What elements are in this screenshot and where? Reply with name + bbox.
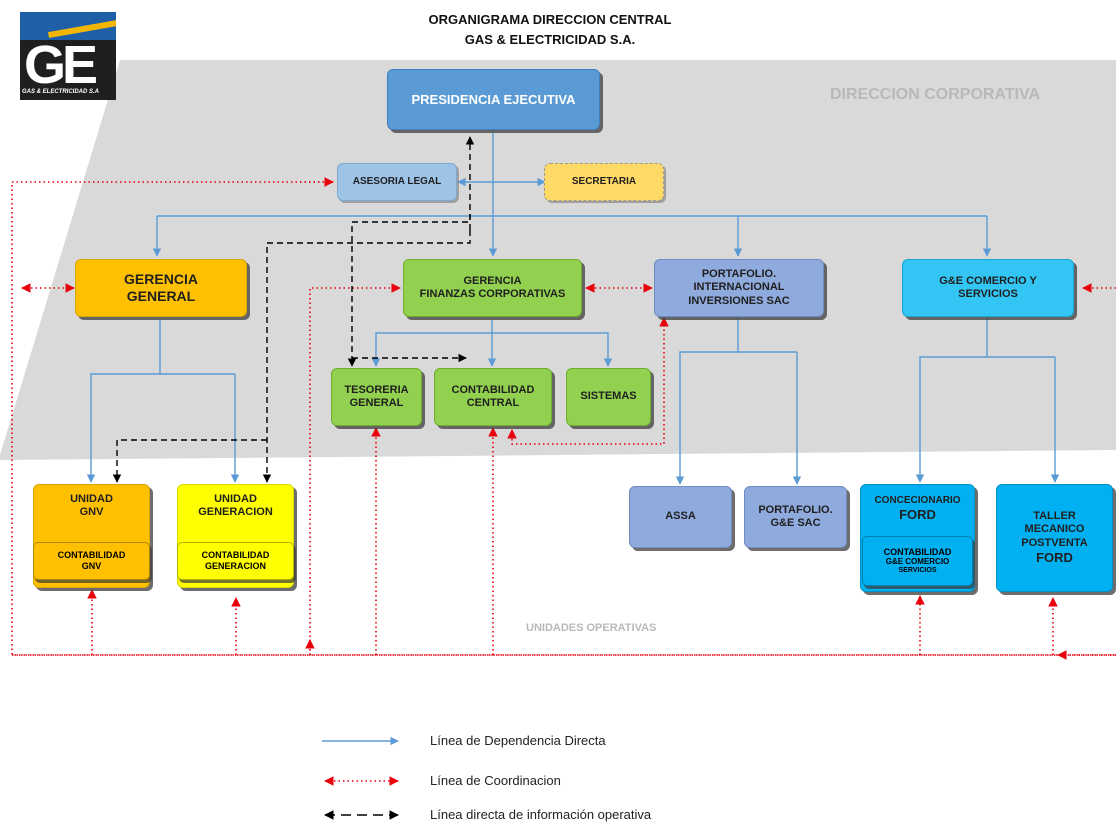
node-contabilidad-gnv-line2: GNV: [81, 561, 102, 571]
node-contabilidad-generacion: CONTABILIDAD GENERACION: [177, 542, 294, 580]
node-portafolio-int-line2: INTERNACIONAL: [693, 281, 785, 294]
coordination-lines: [11, 177, 1116, 660]
node-portafolio-ge-line1: PORTAFOLIO.: [758, 503, 833, 516]
node-sistemas-label: SISTEMAS: [580, 390, 637, 403]
node-contabilidad-central-line2: CENTRAL: [466, 397, 520, 409]
legend-coordination-label: Línea de Coordinacion: [430, 773, 561, 788]
node-presidencia-label: PRESIDENCIA EJECUTIVA: [411, 91, 576, 107]
node-gerencia-finanzas: GERENCIA FINANZAS CORPORATIVAS: [403, 259, 582, 317]
node-assa-label: ASSA: [665, 510, 696, 523]
logo-tagline: GAS & ELECTRICIDAD S.A: [22, 89, 100, 95]
node-ge-comercio-line2: SERVICIOS: [958, 288, 1018, 300]
node-contabilidad-gnv: CONTABILIDAD GNV: [33, 542, 150, 580]
node-unidad-gnv-line2: GNV: [79, 506, 104, 519]
operational-info-lines: [112, 136, 475, 483]
node-unidad-gnv-line1: UNIDAD: [70, 493, 113, 505]
node-taller-line3: POSTVENTA: [1021, 536, 1088, 549]
node-contabilidad-central: CONTABILIDAD CENTRAL: [434, 368, 552, 426]
node-contabilidad-ge-comercio-line2: G&E COMERCIO: [885, 557, 950, 567]
node-gerencia-finanzas-line2: FINANZAS CORPORATIVAS: [419, 288, 566, 300]
node-gerencia-finanzas-line1: GERENCIA: [463, 274, 522, 287]
node-portafolio-ge-line2: G&E SAC: [770, 517, 821, 529]
node-asesoria-legal: ASESORIA LEGAL: [337, 163, 457, 201]
node-gerencia-general-line2: GENERAL: [126, 288, 196, 304]
node-tesoreria: TESORERIA GENERAL: [331, 368, 422, 426]
node-tesoreria-line2: GENERAL: [349, 397, 404, 409]
node-ge-comercio: G&E COMERCIO Y SERVICIOS: [902, 259, 1074, 317]
node-taller-ford: TALLER MECANICO POSTVENTA FORD: [996, 484, 1113, 592]
node-contabilidad-central-line1: CONTABILIDAD: [451, 383, 535, 396]
node-taller-line2: MECANICO: [1024, 523, 1085, 536]
node-sistemas: SISTEMAS: [566, 368, 651, 426]
node-portafolio-int-line3: INVERSIONES SAC: [688, 294, 790, 307]
node-asesoria-label: ASESORIA LEGAL: [352, 175, 442, 187]
node-gerencia-general: GERENCIA GENERAL: [75, 259, 247, 317]
node-secretaria-label: SECRETARIA: [571, 175, 637, 187]
node-unidad-generacion-line1: UNIDAD: [214, 493, 257, 505]
node-ge-comercio-line1: G&E COMERCIO Y: [939, 274, 1037, 287]
company-logo: GE GAS & ELECTRICIDAD S.A: [20, 12, 116, 100]
node-concesionario-line2: FORD: [899, 507, 936, 523]
node-contabilidad-ge-comercio-line1: CONTABILIDAD: [883, 546, 952, 557]
node-presidencia: PRESIDENCIA EJECUTIVA: [387, 69, 600, 130]
node-unidad-generacion-line2: GENERACION: [198, 506, 273, 519]
chart-title-line1: ORGANIGRAMA DIRECCION CENTRAL: [428, 12, 672, 27]
band-label-operational: UNIDADES OPERATIVAS: [526, 622, 657, 634]
legend-samples: [322, 736, 399, 820]
node-portafolio-int-line1: PORTAFOLIO.: [701, 267, 777, 280]
node-portafolio-internacional: PORTAFOLIO. INTERNACIONAL INVERSIONES SA…: [654, 259, 824, 317]
logo-letters: GE: [24, 35, 98, 95]
node-taller-line1: TALLER: [1033, 509, 1076, 522]
node-concesionario-line1: CONCECIONARIO: [874, 495, 961, 506]
node-contabilidad-generacion-line1: CONTABILIDAD: [201, 550, 270, 561]
node-contabilidad-gnv-line1: CONTABILIDAD: [57, 550, 126, 561]
node-gerencia-general-line1: GERENCIA: [124, 270, 198, 287]
node-contabilidad-generacion-line2: GENERACION: [204, 561, 266, 571]
band-label-corporate: DIRECCION CORPORATIVA: [830, 86, 1041, 103]
chart-title-line2: GAS & ELECTRICIDAD S.A.: [464, 32, 636, 47]
node-contabilidad-ge-comercio: CONTABILIDAD G&E COMERCIO SERVICIOS: [862, 536, 973, 586]
node-taller-line4: FORD: [1036, 550, 1073, 566]
node-assa: ASSA: [629, 486, 732, 548]
legend-operational-label: Línea directa de información operativa: [430, 807, 652, 822]
node-secretaria: SECRETARIA: [544, 163, 664, 201]
legend-direct-label: Línea de Dependencia Directa: [430, 733, 606, 748]
node-contabilidad-ge-comercio-line3: SERVICIOS: [898, 567, 937, 574]
node-tesoreria-line1: TESORERIA: [344, 383, 409, 396]
node-portafolio-ge: PORTAFOLIO. G&E SAC: [744, 486, 847, 548]
